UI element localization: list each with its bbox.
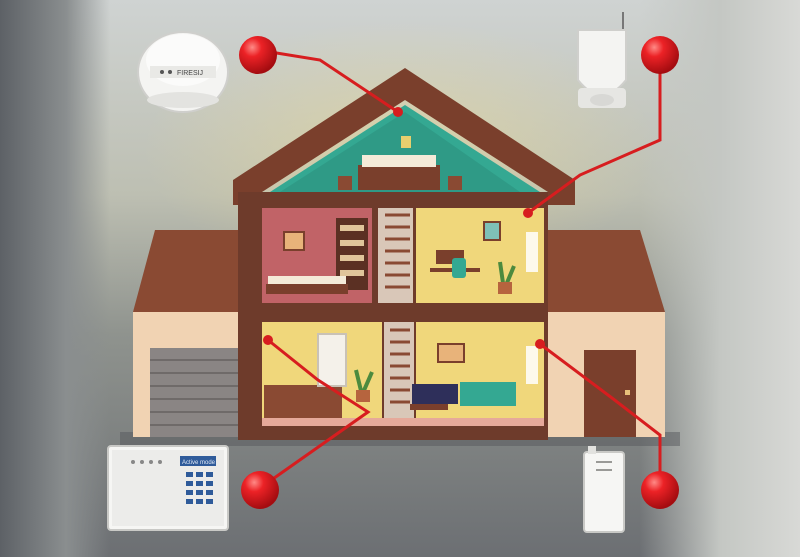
- background-blur-left: [0, 0, 110, 557]
- attic-sensor-point: [393, 107, 403, 117]
- background-blur-right: [640, 0, 800, 557]
- alarm-dot-motion: [641, 36, 679, 74]
- office-chair: [452, 258, 466, 278]
- sofa-teal: [460, 382, 516, 406]
- kitchen-counter: [264, 385, 342, 420]
- alarm-dot-smoke: [239, 36, 277, 74]
- smoke-detector-brand: FIRESIJ: [177, 70, 203, 77]
- fridge: [317, 333, 347, 387]
- sensor-points: [263, 107, 545, 349]
- alarm-dot-panel: [241, 471, 279, 509]
- alarm-dot-door: [641, 471, 679, 509]
- panel-screen-text: Active mode: [182, 460, 216, 466]
- garage-wing: [133, 230, 245, 437]
- lower-stairs: [384, 322, 414, 422]
- main-house: [233, 68, 575, 440]
- wire-door: [539, 342, 662, 490]
- kitchen-sensor-point: [263, 335, 273, 345]
- panel-screen: [180, 456, 216, 466]
- wire-panel: [259, 338, 371, 490]
- control-panel: Active mode: [107, 445, 229, 531]
- upper-stairs: [378, 208, 413, 303]
- right-wing: [545, 230, 665, 437]
- door-contact-sensor: [583, 446, 625, 533]
- attic-bed: [358, 165, 440, 190]
- wire-motion: [527, 55, 662, 215]
- sofa-dark: [412, 384, 458, 404]
- wire-smoke: [257, 48, 399, 114]
- upper-office: [416, 208, 544, 303]
- motion-sensor: [577, 12, 627, 108]
- office-sensor-point: [523, 208, 533, 218]
- sensor-wires: [257, 48, 662, 490]
- panel-keypad: [186, 472, 213, 504]
- garage-door: [150, 348, 242, 437]
- smoke-detector: FIRESIJ: [137, 31, 229, 113]
- living-sensor-point: [535, 339, 545, 349]
